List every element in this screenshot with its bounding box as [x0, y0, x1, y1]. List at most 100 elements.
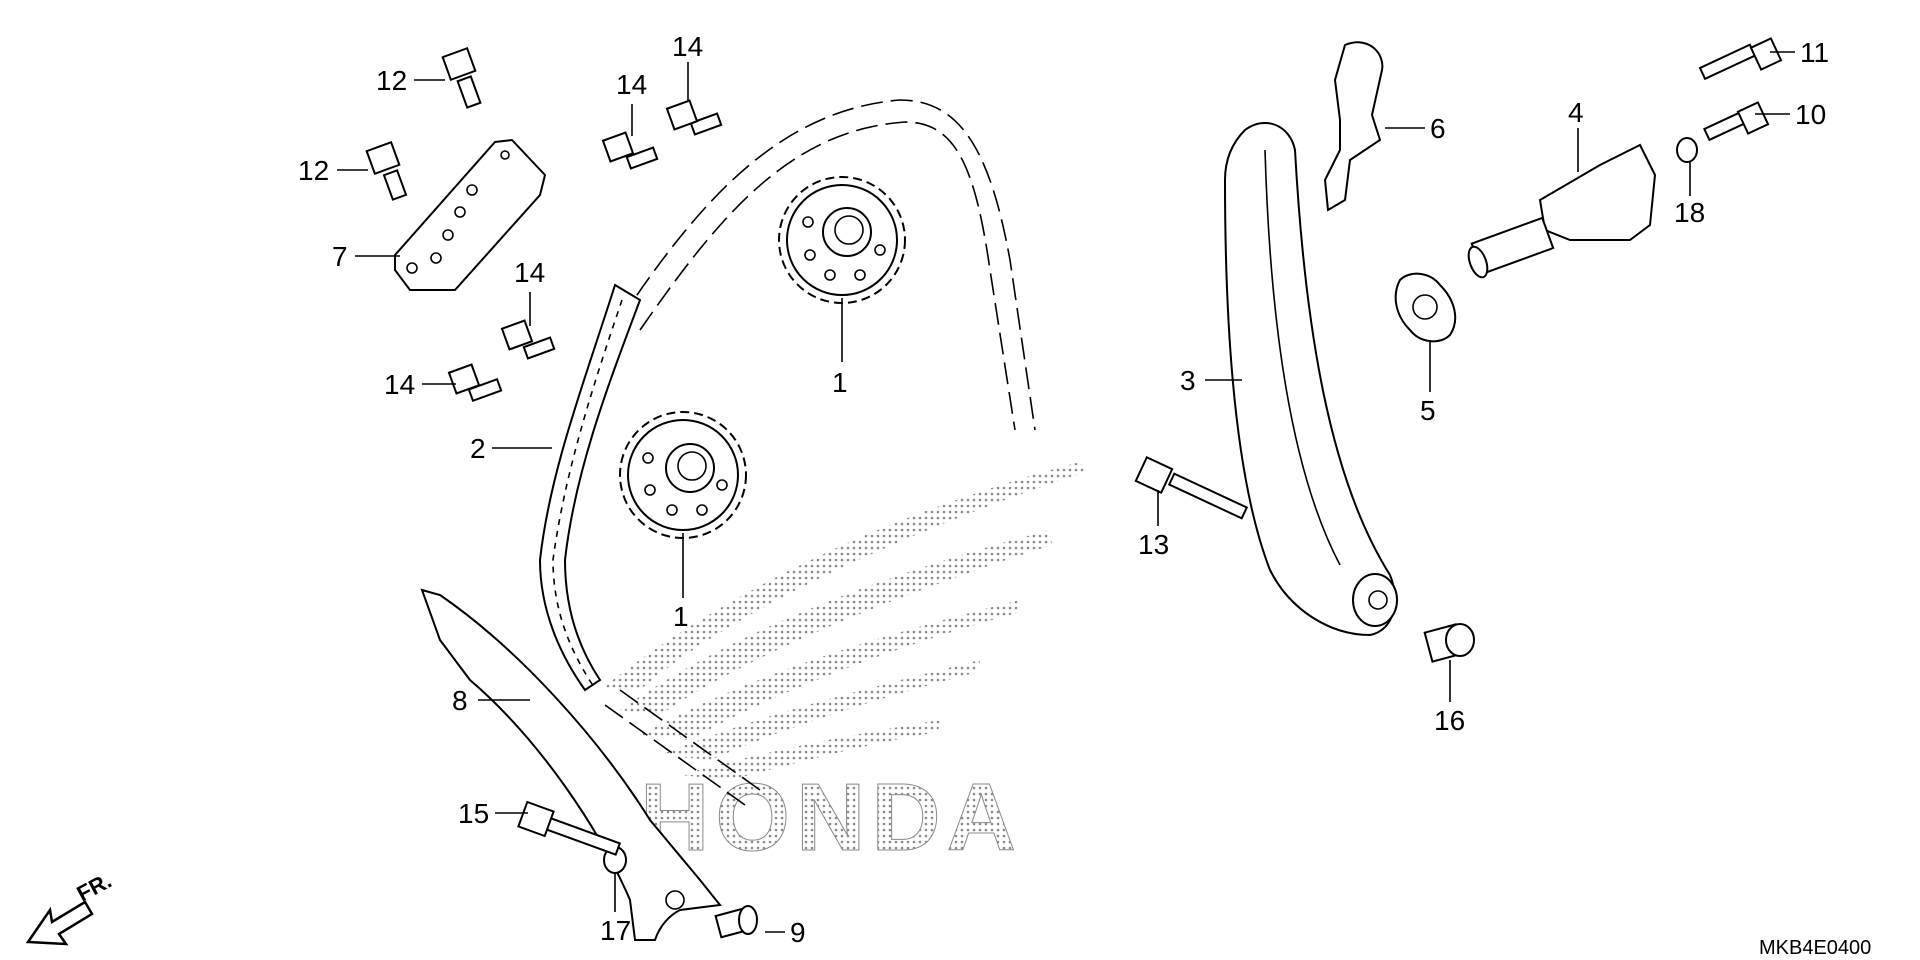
chain-dashed-line [639, 121, 1016, 431]
plate-hole [406, 262, 418, 274]
bolt-14-a [665, 99, 723, 136]
sprocket-bore [677, 451, 707, 481]
lifter-cap [1467, 245, 1489, 279]
tensioner-stopper [1323, 41, 1384, 212]
cam-chain [538, 283, 642, 692]
bolt-shank [467, 377, 503, 403]
sprocket-hole [716, 479, 728, 491]
tensioner-pivot [1352, 573, 1398, 627]
collar-flange [738, 905, 758, 935]
bolt-14-c [500, 319, 556, 360]
bolt-shank [689, 112, 723, 136]
plate-hole [500, 150, 510, 160]
guide-pivot-hole [665, 890, 685, 910]
callout-label: 6 [1430, 113, 1446, 144]
bolt-shank [522, 336, 556, 360]
bolt-11 [1698, 37, 1783, 81]
bolt-14-b [601, 131, 659, 170]
sprocket-hole [854, 269, 866, 281]
lifter-body [1538, 143, 1657, 241]
bolt-14-d [447, 363, 503, 403]
chain-dashed-line [619, 99, 1036, 431]
bolt-shank [625, 146, 659, 170]
callout-label: 15 [458, 798, 489, 829]
callout-label: 1 [673, 601, 689, 632]
sprocket-hub [665, 443, 715, 493]
cam-sprocket-lower [619, 411, 747, 539]
bolt-shank [382, 169, 408, 201]
bolt-15 [517, 800, 622, 856]
honda-wing-logo: HONDA [600, 462, 1085, 872]
tensioner-collar-16 [1423, 623, 1475, 663]
bolt-icon [1749, 37, 1783, 71]
callout-label: 16 [1434, 705, 1465, 736]
callout-label: 12 [298, 155, 329, 186]
watermark-text: HONDA [640, 764, 1022, 871]
sprocket-hole [642, 452, 654, 464]
callout-label: 14 [616, 69, 647, 100]
sprocket-hub [822, 207, 872, 257]
bolt-icon [665, 99, 699, 131]
chain-guide-plate [394, 138, 547, 291]
bolt-icon [447, 363, 481, 395]
chain-body [538, 283, 642, 692]
chain-guide-long [420, 588, 722, 941]
cam-sprocket-upper [778, 176, 906, 304]
callout-label: 17 [600, 915, 631, 946]
wing-feather [640, 600, 1020, 740]
bolt-icon [500, 319, 534, 351]
front-label: FR. [73, 868, 116, 907]
callout-label: 3 [1180, 365, 1196, 396]
cam-chain-outline [604, 99, 1036, 806]
arrow-down-left-icon [25, 900, 94, 946]
plate-hole [454, 206, 466, 218]
callout-label: 4 [1568, 97, 1584, 128]
tensioner-inner-edge [1264, 149, 1341, 566]
callout-label: 2 [470, 433, 486, 464]
sprocket-hole [802, 216, 814, 228]
bolt-icon [441, 46, 477, 82]
sprocket-hole [804, 249, 816, 261]
sprocket-hole [696, 504, 708, 516]
tensioner-pivot-hole [1368, 590, 1388, 610]
callout-label: 1 [832, 367, 848, 398]
bolt-shank [1167, 472, 1249, 520]
bolt-10 [1703, 101, 1770, 142]
callout-label: 14 [384, 369, 415, 400]
callout-label: 8 [452, 685, 468, 716]
bolt-shank [1698, 43, 1757, 81]
bolt-icon [517, 800, 555, 838]
callout-label: 14 [514, 257, 545, 288]
callout-label: 10 [1795, 99, 1826, 130]
wing-feather [660, 660, 980, 760]
collar-flange [1445, 623, 1475, 657]
guide-collar-9 [714, 905, 758, 939]
front-direction-indicator: FR. [25, 868, 116, 946]
callout-label: 11 [1800, 37, 1829, 68]
callout-label: 9 [790, 917, 806, 948]
bolt-12-upper [441, 46, 482, 109]
wing-feather [620, 530, 1052, 715]
plate-hole [430, 252, 442, 264]
bolt-icon [1736, 101, 1770, 135]
chain-links [552, 299, 623, 685]
wing-feather [600, 462, 1085, 690]
wing-feather [680, 720, 940, 780]
callout-label: 13 [1138, 529, 1169, 560]
tensioner-gasket [1394, 272, 1457, 343]
document-code: MKB4E0400 [1759, 937, 1871, 959]
callout-label: 7 [332, 241, 348, 272]
bolt-icon [601, 131, 635, 163]
plate-hole [442, 229, 454, 241]
chain-tensioner-lifter [1467, 143, 1657, 279]
bolt-icon [1134, 455, 1174, 495]
callout-label: 18 [1674, 197, 1705, 228]
gasket-hole [1412, 294, 1438, 320]
sprocket-hole [644, 484, 656, 496]
guide-plate-holes [406, 150, 510, 274]
bolt-12-lower [365, 140, 408, 201]
callout-leader-lines [337, 51, 1795, 933]
callout-label: 12 [376, 65, 407, 96]
sprocket-hole [874, 244, 886, 256]
